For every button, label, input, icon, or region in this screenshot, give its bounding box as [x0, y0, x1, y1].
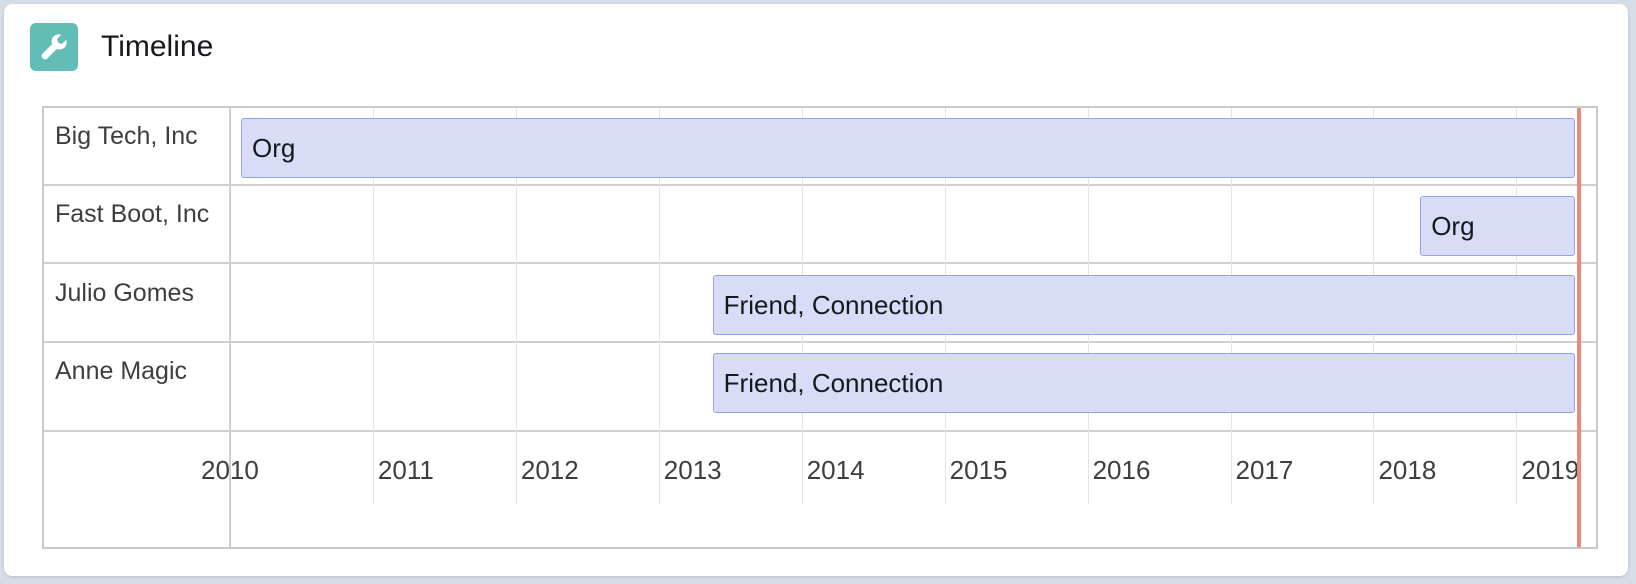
timeline-card: Timeline Big Tech, Inc Fast Boot, Inc Ju… — [4, 4, 1628, 576]
year-tick-label: 2019 — [1521, 455, 1580, 485]
wrench-icon — [30, 23, 78, 71]
row-label-fast-boot: Fast Boot, Inc — [55, 200, 210, 228]
year-gridline — [515, 108, 517, 504]
row-label-big-tech: Big Tech, Inc — [55, 122, 198, 150]
row-label-julio-gomes: Julio Gomes — [55, 279, 194, 307]
row-divider — [44, 184, 1596, 186]
year-gridline — [372, 108, 374, 504]
year-tick-label: 2010 — [201, 455, 259, 485]
year-tick-label: 2014 — [806, 455, 865, 485]
year-tick-label: 2015 — [949, 455, 1008, 485]
timeline-chart: Big Tech, Inc Fast Boot, Inc Julio Gomes… — [42, 106, 1598, 549]
row-label-anne-magic: Anne Magic — [55, 357, 188, 385]
timeline-bar[interactable]: Friend, Connection — [712, 275, 1575, 335]
today-marker-line — [1577, 108, 1582, 547]
year-tick-label: 2012 — [520, 455, 579, 485]
year-tick-label: 2011 — [377, 455, 434, 485]
label-column-divider — [229, 108, 231, 547]
row-divider — [44, 262, 1596, 264]
timeline-bar[interactable]: Friend, Connection — [712, 353, 1575, 413]
year-tick-label: 2018 — [1378, 455, 1437, 485]
timeline-bar[interactable]: Org — [241, 118, 1575, 178]
row-divider — [44, 430, 1596, 432]
year-tick-label: 2016 — [1092, 455, 1151, 485]
timeline-plot-area: 2010 2011 2012 2013 2014 2015 2016 2017 2018 2019… — [201, 108, 1596, 547]
year-tick-label: 2017 — [1235, 455, 1294, 485]
year-tick-label: 2013 — [663, 455, 722, 485]
row-divider — [44, 341, 1596, 343]
timeline-bar[interactable]: Org — [1420, 196, 1575, 256]
year-gridline — [658, 108, 660, 504]
card-title: Timeline — [101, 30, 214, 63]
